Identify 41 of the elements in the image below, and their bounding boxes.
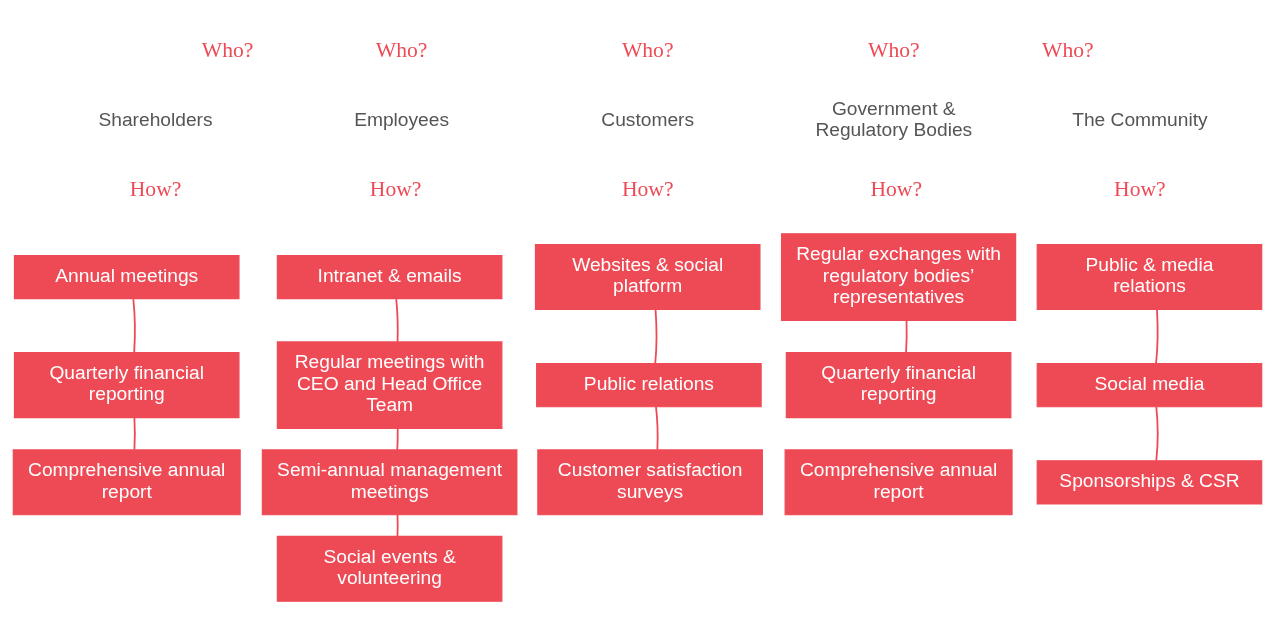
label: How?: [1114, 176, 1166, 201]
label: Who?: [1042, 37, 1094, 62]
node-box: Regular exchanges with regulatory bodies’ representatives: [780, 232, 1017, 321]
label: How?: [870, 176, 922, 201]
connector: [654, 308, 658, 364]
connector: [396, 513, 399, 537]
label: Who?: [621, 37, 674, 62]
node-box: Public relations: [536, 362, 762, 407]
node-box: Semi-annual management meetings: [261, 448, 518, 515]
label: Employees: [354, 108, 450, 130]
node-box: Regular meetings with CEO and Head Office Team: [276, 340, 503, 429]
node-box: Customer satisfaction surveys: [537, 448, 763, 515]
connector: [396, 427, 399, 451]
label: How?: [129, 176, 182, 201]
node-box: Sponsorships & CSR: [1036, 459, 1263, 505]
connector: [905, 318, 908, 353]
connector: [395, 297, 399, 343]
label: The Community: [1072, 108, 1208, 130]
connector: [1155, 405, 1159, 461]
node-box: Comprehensive annual report: [784, 448, 1013, 515]
label: How?: [369, 176, 422, 201]
label: Government & Regulatory Bodies: [815, 97, 973, 140]
label: Shareholders: [98, 108, 213, 130]
node-box: Annual meetings: [13, 254, 240, 299]
node-box: Comprehensive annual report: [12, 448, 241, 515]
node-box: Public & media relations: [1036, 243, 1263, 310]
connector: [1155, 308, 1159, 364]
label: Who?: [868, 37, 920, 62]
connector: [132, 297, 136, 354]
node-box: Social events & volunteering: [276, 535, 503, 602]
label: Customers: [601, 108, 695, 130]
connector: [133, 416, 136, 451]
node-box: Websites & social platform: [534, 243, 761, 310]
node-box: Intranet & emails: [276, 254, 503, 299]
label: Who?: [201, 37, 254, 62]
node-box: Quarterly financial reporting: [785, 351, 1012, 418]
label: Who?: [375, 37, 428, 62]
node-box: Social media: [1036, 362, 1263, 407]
node-box: Quarterly financial reporting: [13, 351, 240, 418]
connector: [655, 405, 659, 451]
label: How?: [621, 176, 674, 201]
